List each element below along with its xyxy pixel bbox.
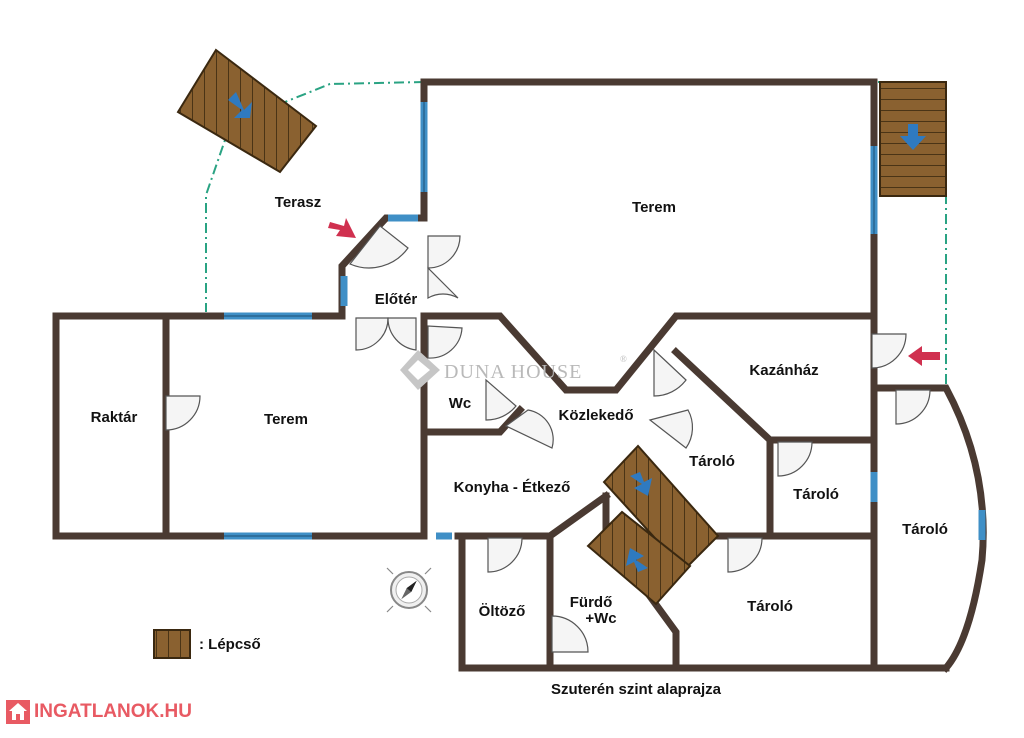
entry-arrow-icon: [328, 218, 940, 366]
room-label-konyha: Konyha - Étkező: [454, 479, 571, 496]
room-label-oltozo: Öltöző: [479, 603, 526, 620]
compass-icon: [386, 567, 432, 613]
svg-text:®: ®: [620, 354, 627, 364]
room-label-furdo-2: +Wc: [585, 610, 616, 627]
plan-caption: Szuterén szint alaprajza: [551, 681, 722, 698]
watermark: DUNA HOUSE ®: [400, 350, 627, 390]
legend: : Lépcső: [153, 629, 261, 659]
windows: [224, 102, 986, 540]
room-label-tarolo-bottom: Tároló: [747, 598, 793, 615]
room-label-raktar: Raktár: [91, 409, 138, 426]
room-label-tarolo-right: Tároló: [902, 521, 948, 538]
room-label-eloter: Előtér: [375, 291, 418, 308]
room-label-terasz: Terasz: [275, 194, 321, 211]
terrace-boundary: [205, 81, 947, 388]
stairs-icon: [153, 629, 191, 659]
house-icon: [6, 700, 30, 724]
watermark-text: DUNA HOUSE: [444, 361, 582, 383]
doors: [165, 225, 931, 653]
site-badge: INGATLANOK.HU: [6, 697, 212, 727]
room-label-terem-left: Terem: [264, 411, 308, 428]
stair-direction-arrow-icon: [228, 92, 926, 572]
room-label-tarolo-small: Tároló: [793, 486, 839, 503]
room-label-kozlekedo: Közlekedő: [558, 407, 633, 424]
room-label-furdo-1: Fürdő: [570, 594, 613, 611]
legend-label: : Lépcső: [199, 636, 261, 653]
room-label-kazanhaz: Kazánház: [749, 362, 818, 379]
site-badge-text: INGATLANOK.HU: [34, 701, 192, 722]
room-label-tarolo-center: Tároló: [689, 453, 735, 470]
room-label-wc: Wc: [449, 395, 472, 412]
room-label-terem-main: Terem: [632, 199, 676, 216]
